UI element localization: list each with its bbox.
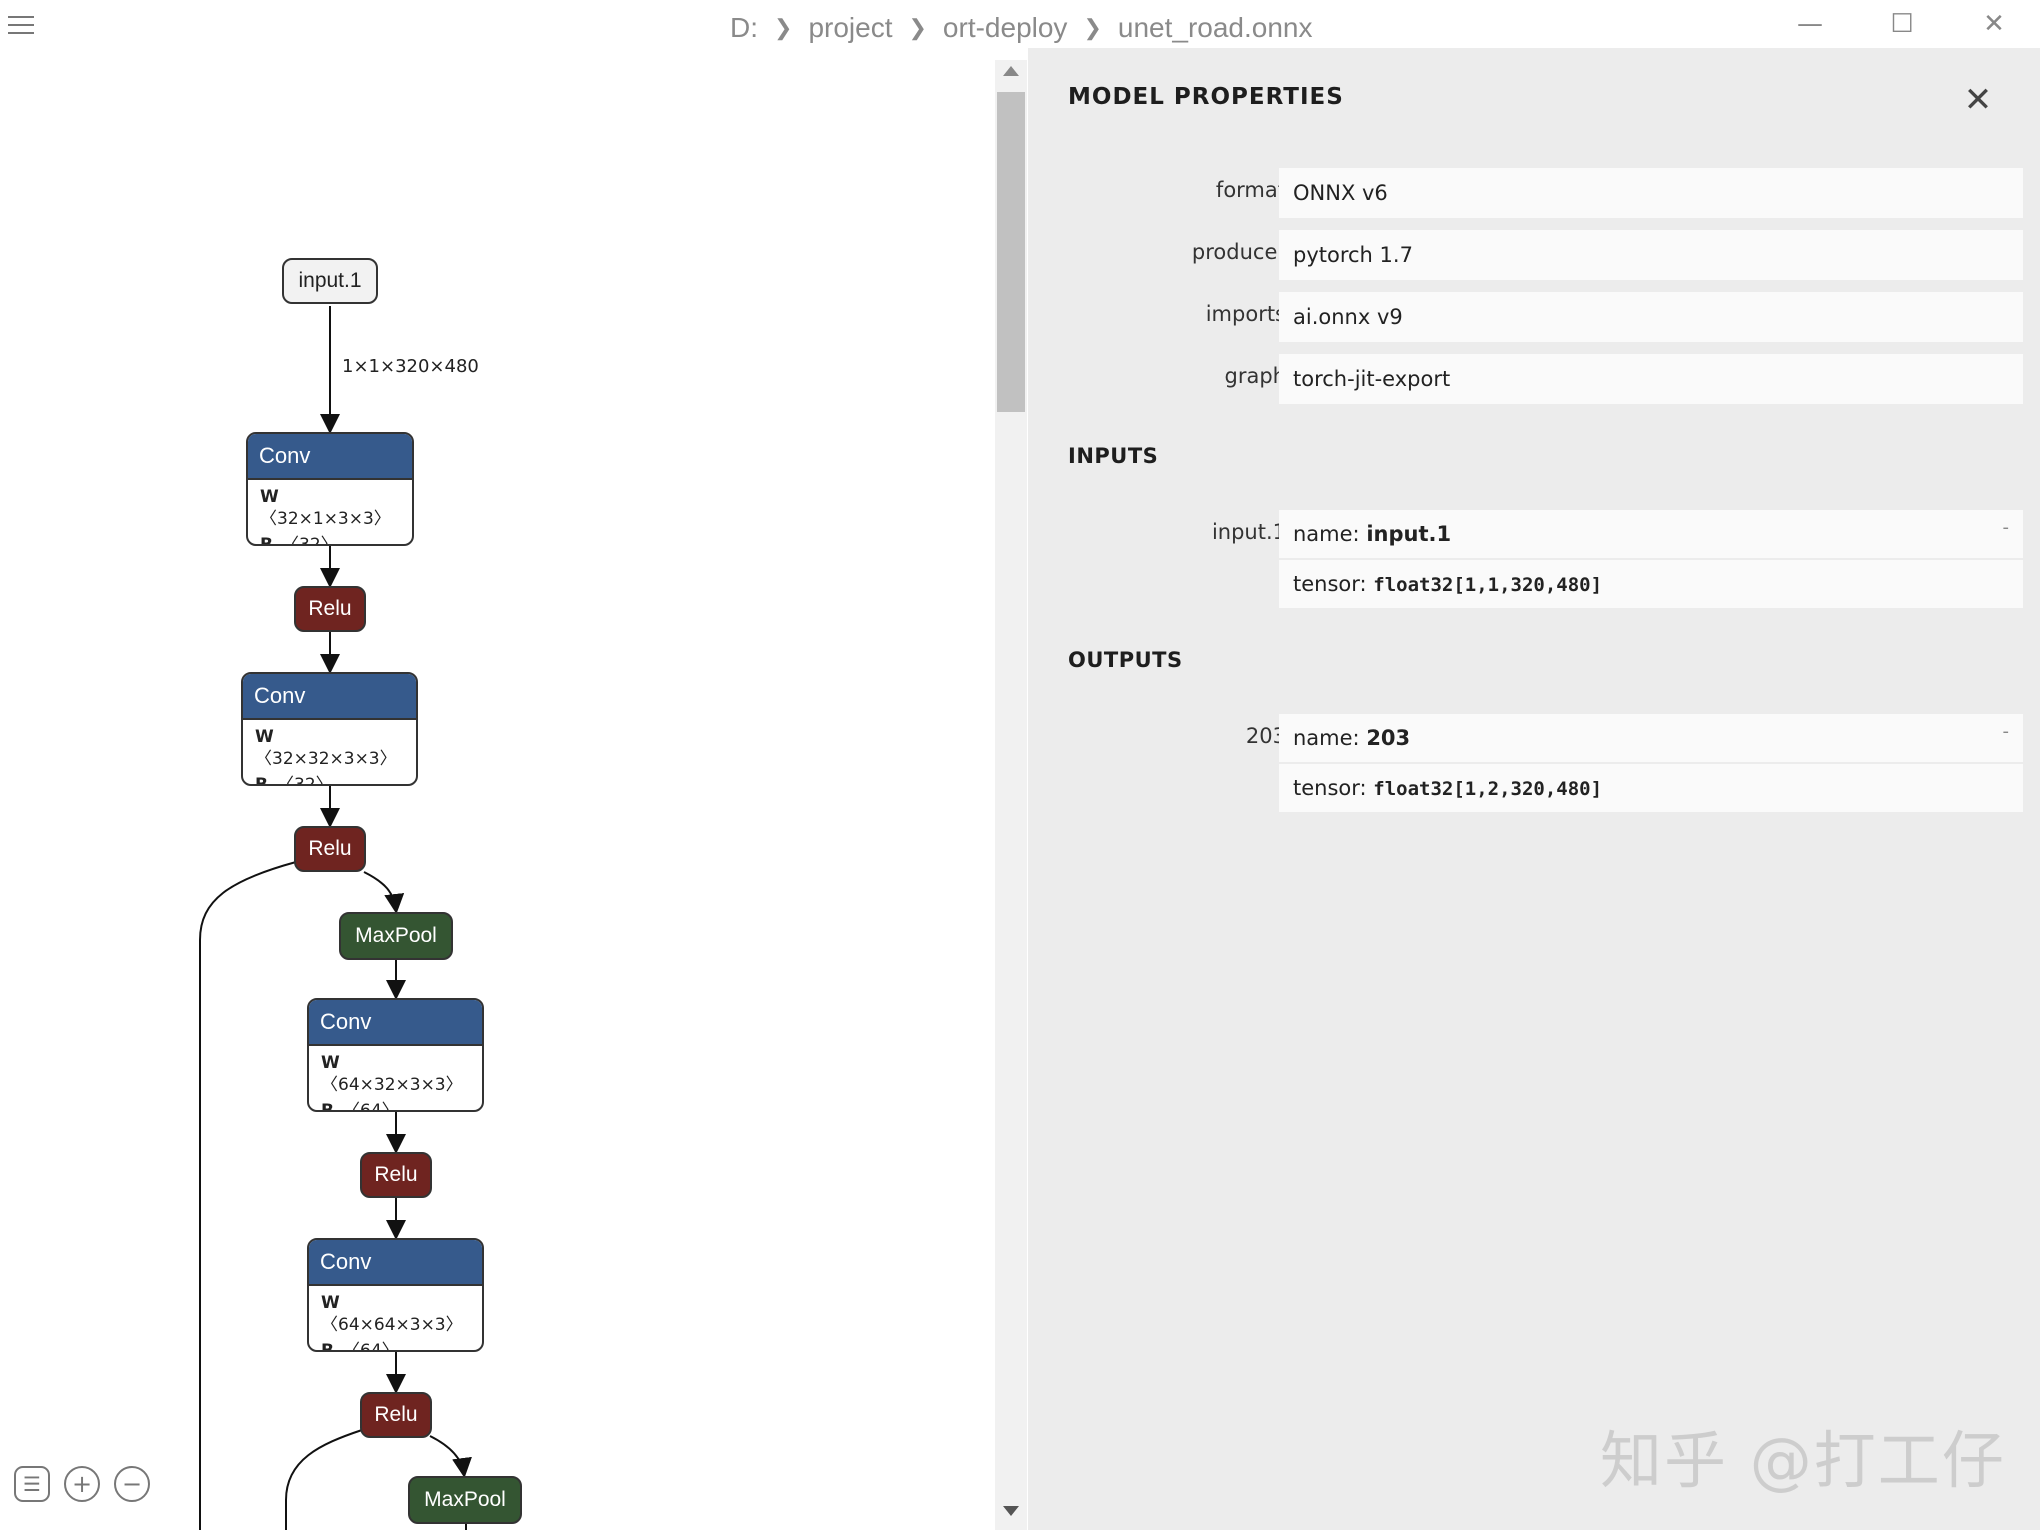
output-details[interactable]: name: 203 - tensor: float32[1,2,320,480] <box>1279 714 2023 812</box>
node-op-label: Conv <box>309 1240 482 1286</box>
node-op-label: Conv <box>243 674 416 720</box>
graph-node-relu[interactable]: Relu <box>360 1152 432 1198</box>
chevron-right-icon: ❯ <box>774 15 793 40</box>
breadcrumb-item[interactable]: unet_road.onnx <box>1117 12 1313 43</box>
property-label: producer <box>1191 240 1286 264</box>
edge <box>363 871 405 914</box>
node-attr-b: B〈32〉 <box>255 775 333 786</box>
input-tensor-type: float32[1,1,320,480] <box>1373 574 1603 596</box>
graph-node-conv[interactable]: Conv W〈64×64×3×3〉 B〈64〉 <box>307 1238 484 1352</box>
property-label: format <box>1215 178 1286 202</box>
node-attr-w: W〈32×1×3×3〉 <box>260 487 391 529</box>
scroll-thumb[interactable] <box>997 92 1025 412</box>
outputs-heading: OUTPUTS <box>1068 648 1183 672</box>
node-op-label: Relu <box>374 1163 418 1186</box>
input-name-line: name: input.1 - <box>1279 510 2023 558</box>
node-attr-b: B〈64〉 <box>321 1341 399 1352</box>
zoom-in-icon[interactable]: + <box>64 1466 100 1502</box>
list-icon[interactable]: ☰ <box>14 1466 50 1502</box>
output-row: 203 name: 203 - tensor: float32[1,2,320,… <box>1028 714 2040 814</box>
close-window-button[interactable]: ✕ <box>1983 9 2005 39</box>
node-op-label: MaxPool <box>355 924 437 947</box>
property-row: producer pytorch 1.7 <box>1028 230 2040 280</box>
property-value: torch-jit-export <box>1279 354 2023 404</box>
output-name: 203 <box>1366 726 1411 750</box>
node-op-label: Relu <box>374 1403 418 1426</box>
expand-toggle[interactable]: - <box>2002 721 2010 742</box>
node-attr-w: W〈32×32×3×3〉 <box>255 727 397 769</box>
expand-toggle[interactable]: - <box>2002 517 2010 538</box>
graph-node-maxpool[interactable]: MaxPool <box>408 1476 522 1524</box>
graph-node-relu[interactable]: Relu <box>294 586 366 632</box>
property-value: pytorch 1.7 <box>1279 230 2023 280</box>
node-op-label: Conv <box>309 1000 482 1046</box>
close-icon[interactable]: ✕ <box>1963 80 1993 120</box>
graph-node-relu[interactable]: Relu <box>294 826 366 872</box>
output-tensor-line: tensor: float32[1,2,320,480] <box>1279 762 2023 812</box>
minimize-button[interactable]: — <box>1797 9 1823 39</box>
breadcrumb-item[interactable]: project <box>808 12 893 43</box>
inputs-heading: INPUTS <box>1068 444 1159 468</box>
graph-node-maxpool[interactable]: MaxPool <box>339 912 453 960</box>
breadcrumb: D: ❯ project ❯ ort-deploy ❯ unet_road.on… <box>730 6 1312 50</box>
input-name: input.1 <box>1366 522 1452 546</box>
node-op-label: Relu <box>308 837 352 860</box>
node-op-label: Relu <box>308 597 352 620</box>
input-row: input.1 name: input.1 - tensor: float32[… <box>1028 510 2040 610</box>
output-tensor-type: float32[1,2,320,480] <box>1373 778 1603 800</box>
edge <box>199 861 297 1530</box>
input-details[interactable]: name: input.1 - tensor: float32[1,1,320,… <box>1279 510 2023 608</box>
node-attr-b: B〈64〉 <box>321 1101 399 1112</box>
panel-title: MODEL PROPERTIES <box>1068 84 1344 110</box>
scroll-down-icon[interactable] <box>1003 1506 1019 1516</box>
watermark: 知乎 @打工仔 <box>1600 1424 2006 1497</box>
input-label: input.1 <box>1211 520 1286 544</box>
node-label: input.1 <box>298 269 362 292</box>
property-value: ONNX v6 <box>1279 168 2023 218</box>
property-label: graph <box>1224 364 1286 388</box>
graph-edges <box>199 306 472 1530</box>
graph-node-conv[interactable]: Conv W〈64×32×3×3〉 B〈64〉 <box>307 998 484 1112</box>
graph-node-input[interactable]: input.1 <box>282 258 378 304</box>
breadcrumb-item[interactable]: D: <box>730 12 758 43</box>
graph-node-relu[interactable]: Relu <box>360 1392 432 1438</box>
edge <box>429 1435 472 1478</box>
property-row: graph torch-jit-export <box>1028 354 2040 404</box>
output-name-line: name: 203 - <box>1279 714 2023 762</box>
chevron-right-icon: ❯ <box>1083 15 1102 40</box>
model-properties-panel: MODEL PROPERTIES ✕ format ONNX v6 produc… <box>1028 48 2040 1530</box>
graph-node-conv[interactable]: Conv W〈32×1×3×3〉 B〈32〉 <box>246 432 414 546</box>
breadcrumb-item[interactable]: ort-deploy <box>942 12 1068 43</box>
graph-node-conv[interactable]: Conv W〈32×32×3×3〉 B〈32〉 <box>241 672 418 786</box>
scroll-up-icon[interactable] <box>1003 66 1019 76</box>
window-controls: — ☐ ✕ <box>1764 0 2040 48</box>
maximize-button[interactable]: ☐ <box>1890 9 1914 39</box>
property-row: format ONNX v6 <box>1028 168 2040 218</box>
zoom-out-icon[interactable]: − <box>114 1466 150 1502</box>
menu-icon[interactable] <box>8 10 36 46</box>
property-row: imports ai.onnx v9 <box>1028 292 2040 342</box>
input-tensor-line: tensor: float32[1,1,320,480] <box>1279 558 2023 608</box>
node-attr-b: B〈32〉 <box>260 535 338 546</box>
node-attr-w: W〈64×32×3×3〉 <box>321 1053 463 1095</box>
property-value: ai.onnx v9 <box>1279 292 2023 342</box>
edge <box>285 1429 363 1530</box>
node-op-label: MaxPool <box>424 1488 506 1511</box>
chevron-right-icon: ❯ <box>908 15 927 40</box>
property-label: imports <box>1205 302 1286 326</box>
graph-canvas[interactable]: input.1 1×1×320×480 Conv W〈32×1×3×3〉 B〈3… <box>0 0 995 1530</box>
node-op-label: Conv <box>248 434 412 480</box>
edge-shape-label: 1×1×320×480 <box>342 356 479 377</box>
node-attr-w: W〈64×64×3×3〉 <box>321 1293 463 1335</box>
graph-scrollbar[interactable] <box>995 60 1027 1530</box>
